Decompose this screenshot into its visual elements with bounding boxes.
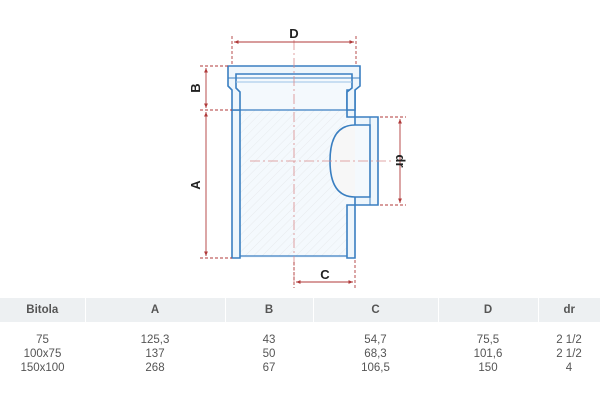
cell-bitola: 75 <box>36 334 49 346</box>
cell-b: 67 <box>262 362 276 374</box>
table-row: 150x100 268 67 106,5 150 4 <box>0 361 600 375</box>
cell-c: 68,3 <box>364 348 387 360</box>
cell-dr: 2 1/2 <box>556 334 582 346</box>
cell-a: 125,3 <box>140 334 170 346</box>
dimension-label-d: D <box>289 26 298 41</box>
pipe-fitting-diagram: D B A C dr <box>188 26 408 288</box>
header-d: D <box>438 298 539 322</box>
header-c: C <box>313 298 439 322</box>
pipe-body <box>227 65 379 259</box>
cell-a: 137 <box>145 348 165 360</box>
cell-bitola: 100x75 <box>23 348 62 360</box>
cell-c: 106,5 <box>361 362 390 374</box>
cell-d: 101,6 <box>473 348 503 360</box>
header-a: A <box>85 298 226 322</box>
dimension-lines <box>200 36 406 288</box>
table-row: 75 125,3 43 54,7 75,5 2 1/2 <box>0 333 600 347</box>
cell-d: 150 <box>478 362 498 374</box>
table-row: 100x75 137 50 68,3 101,6 2 1/2 <box>0 347 600 361</box>
cell-dr: 4 <box>565 362 573 374</box>
cell-a: 268 <box>145 362 165 374</box>
table-header-row: Bitola A B C D dr <box>0 298 600 322</box>
cell-bitola: 150x100 <box>20 362 65 374</box>
cell-b: 50 <box>262 348 276 360</box>
dimension-label-b: B <box>188 83 203 92</box>
centerlines <box>250 40 392 282</box>
cell-dr: 2 1/2 <box>556 348 582 360</box>
cell-d: 75,5 <box>476 334 500 346</box>
header-bitola: Bitola <box>0 298 86 322</box>
dimension-label-c: C <box>320 267 330 282</box>
dimensions-table: Bitola A B C D dr 75 125,3 43 54,7 75,5 … <box>0 298 600 375</box>
dimension-label-a: A <box>188 180 203 190</box>
cell-c: 54,7 <box>364 334 387 346</box>
cell-b: 43 <box>262 334 276 346</box>
header-b: B <box>225 298 314 322</box>
dimension-label-dr: dr <box>393 155 408 168</box>
header-dr: dr <box>538 298 600 322</box>
